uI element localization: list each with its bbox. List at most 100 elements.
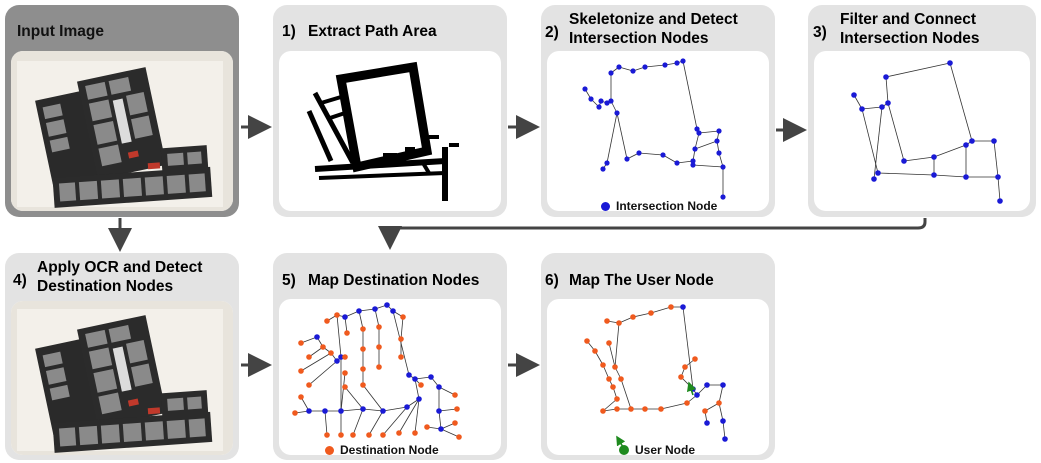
graph-edge: [660, 402, 688, 410]
destination-node: [628, 406, 634, 412]
destination-node-legend: Destination Node: [325, 443, 439, 455]
intersection-node: [995, 174, 1001, 180]
graph-edge: [694, 140, 718, 150]
destination-node: [342, 384, 348, 390]
destination-node: [306, 354, 312, 360]
intersection-node: [662, 62, 668, 68]
graph-edge: [682, 60, 698, 130]
intersection-node: [636, 150, 642, 156]
graph-edge: [400, 316, 404, 340]
intersection-node: [997, 198, 1003, 204]
graph-edge: [993, 140, 999, 178]
graph-edge: [344, 386, 364, 410]
filtered-graph: [814, 51, 1030, 211]
panel4-title-line2: Destination Nodes: [37, 278, 174, 295]
destination-node: [682, 364, 688, 370]
ocr-floorplan-photo: [11, 301, 233, 455]
graph-edge: [638, 152, 664, 156]
graph-edge: [694, 132, 700, 150]
intersection-node: [624, 156, 630, 162]
destination-node: [292, 410, 298, 416]
destination-node: [344, 330, 350, 336]
intersection-node: [384, 302, 390, 308]
destination-node: [684, 400, 690, 406]
destination-node: [334, 312, 340, 318]
intersection-node: [338, 408, 344, 414]
graph-edge: [440, 428, 460, 438]
path-area-image: [279, 51, 501, 211]
graph-edge: [324, 410, 328, 436]
destination-node: [616, 320, 622, 326]
intersection-node: [969, 138, 975, 144]
graph-edge: [616, 112, 628, 160]
destination-node: [360, 326, 366, 332]
graph-edge: [997, 176, 1001, 202]
intersection-node: [871, 176, 877, 182]
graph-edge: [861, 106, 883, 110]
graph-edge: [718, 402, 724, 422]
graph-edge: [718, 384, 724, 404]
intersection-node-legend-label: Intersection Node: [616, 199, 718, 211]
graph-edge: [308, 346, 324, 358]
destination-node: [452, 420, 458, 426]
graph-edge: [602, 398, 618, 412]
intersection-node: [356, 308, 362, 314]
destination-node: [338, 432, 344, 438]
destination-node: [298, 368, 304, 374]
map-user-panel: 6) Map The User Node User Node: [541, 253, 775, 460]
graph-edge: [414, 378, 420, 400]
intersection-node: [716, 150, 722, 156]
intersection-node: [694, 392, 700, 398]
graph-edge: [300, 352, 332, 372]
graph-edge: [949, 62, 973, 142]
panel1-title: Extract Path Area: [308, 23, 437, 40]
intersection-node: [716, 128, 722, 134]
destination-node: [600, 408, 606, 414]
destination-node: [612, 364, 618, 370]
graph-edge: [336, 314, 342, 358]
intersection-node: [885, 100, 891, 106]
destination-node: [618, 376, 624, 382]
user-direction-arrow: [686, 381, 697, 396]
graph-edge: [933, 174, 967, 178]
panel4-title-line1: Apply OCR and Detect: [37, 259, 203, 276]
panel5-title: Map Destination Nodes: [308, 272, 480, 289]
destination-node: [642, 406, 648, 412]
destination-node: [610, 384, 616, 390]
skeletonize-panel: 2) Skeletonize and Detect Intersection N…: [541, 5, 775, 217]
graph-edge: [368, 410, 384, 436]
intersection-node-legend-marker: [601, 201, 610, 211]
intersection-node: [692, 146, 698, 152]
intersection-node: [690, 162, 696, 168]
intersection-node: [660, 152, 666, 158]
intersection-node: [931, 154, 937, 160]
destination-node: [668, 304, 674, 310]
graph-edge: [887, 102, 905, 162]
intersection-node: [438, 426, 444, 432]
intersection-node: [879, 104, 885, 110]
graph-edge: [414, 398, 420, 434]
destination-node: [298, 394, 304, 400]
panel2-title-line1: Skeletonize and Detect: [569, 11, 738, 28]
destination-node: [306, 382, 312, 388]
intersection-node: [883, 74, 889, 80]
destination-node: [702, 408, 708, 414]
destination-node: [366, 432, 372, 438]
graph-edge: [362, 408, 384, 412]
filter-connect-panel: 3) Filter and Connect Intersection Nodes: [808, 5, 1036, 217]
destination-node: [380, 432, 386, 438]
destination-node: [350, 432, 356, 438]
intersection-node: [334, 358, 340, 364]
intersection-node: [588, 96, 594, 102]
destination-node: [592, 348, 598, 354]
destination-node: [396, 430, 402, 436]
user-graph: User Node: [547, 299, 769, 455]
intersection-node: [608, 70, 614, 76]
graph-edge: [438, 386, 456, 396]
intersection-node: [680, 304, 686, 310]
destination-node: [298, 340, 304, 346]
intersection-node: [428, 374, 434, 380]
graph-edge: [438, 410, 442, 430]
destination-node: [412, 430, 418, 436]
extract-path-panel: 1) Extract Path Area: [273, 5, 507, 217]
